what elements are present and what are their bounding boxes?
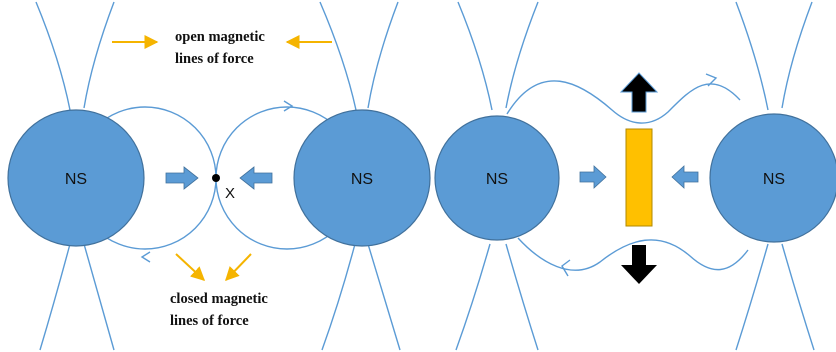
left-arrow-icon — [239, 166, 273, 190]
open-field-lines-right-star — [319, 1, 401, 351]
open-line-bottom-left — [735, 243, 769, 351]
pointer-arrow-closed-right — [225, 253, 252, 282]
open-line-top-left — [457, 1, 493, 111]
open-line-top-left — [35, 1, 71, 111]
open-field-lines-right-star — [735, 1, 815, 351]
open-line-bottom-left — [39, 243, 71, 351]
open-line-top-right — [781, 1, 813, 109]
left-panel: NS NS X open magnetic lines of force clo… — [7, 1, 431, 351]
right-arrow-icon — [165, 166, 199, 190]
open-field-lines-left-star — [35, 1, 115, 351]
line-direction-chevron-top — [705, 73, 718, 87]
star-label: NS — [486, 171, 508, 188]
loop-direction-chevron-bottom — [140, 251, 151, 263]
open-line-top-right — [367, 1, 399, 109]
open-line-bottom-left — [455, 243, 491, 351]
open-line-bottom-right — [367, 243, 401, 351]
open-lines-annotation-line-2: lines of force — [175, 51, 254, 67]
x-point-dot — [212, 174, 220, 182]
pointer-arrow-closed-left — [175, 253, 206, 281]
open-lines-annotation-line-1: open magnetic — [175, 29, 265, 45]
right-arrow-icon — [579, 165, 607, 189]
open-line-top-left — [319, 1, 357, 111]
open-field-lines-left-star — [455, 1, 539, 351]
star-label: NS — [763, 171, 785, 188]
neutron-star-right: NS — [709, 113, 836, 243]
neutron-star-left: NS — [7, 109, 145, 247]
loop-direction-chevron-top — [283, 100, 294, 112]
reconnected-line-bottom — [517, 237, 749, 271]
open-line-top-right — [505, 1, 539, 109]
open-line-bottom-right — [505, 243, 539, 351]
left-arrow-icon — [671, 165, 699, 189]
star-label: NS — [351, 171, 373, 188]
closed-lines-annotation-line-1: closed magnetic — [170, 291, 268, 307]
open-line-top-left — [735, 1, 769, 111]
annotation-pointer-arrows — [112, 35, 332, 282]
open-line-bottom-left — [321, 243, 356, 351]
reconnected-field-lines — [506, 73, 749, 277]
reconnected-line-top — [506, 80, 741, 124]
neutron-star-right: NS — [293, 109, 431, 247]
open-line-top-right — [83, 1, 115, 109]
line-direction-chevron-bottom — [561, 259, 571, 277]
open-line-bottom-right — [781, 243, 815, 351]
up-arrow-icon — [619, 72, 659, 113]
right-panel: NS NS — [434, 1, 836, 351]
open-line-bottom-right — [83, 243, 115, 351]
current-sheet — [625, 128, 653, 227]
x-point-label: X — [225, 185, 235, 202]
down-arrow-icon — [621, 245, 657, 284]
closed-lines-annotation-line-2: lines of force — [170, 313, 249, 329]
star-label: NS — [65, 171, 87, 188]
neutron-star-left: NS — [434, 115, 560, 241]
